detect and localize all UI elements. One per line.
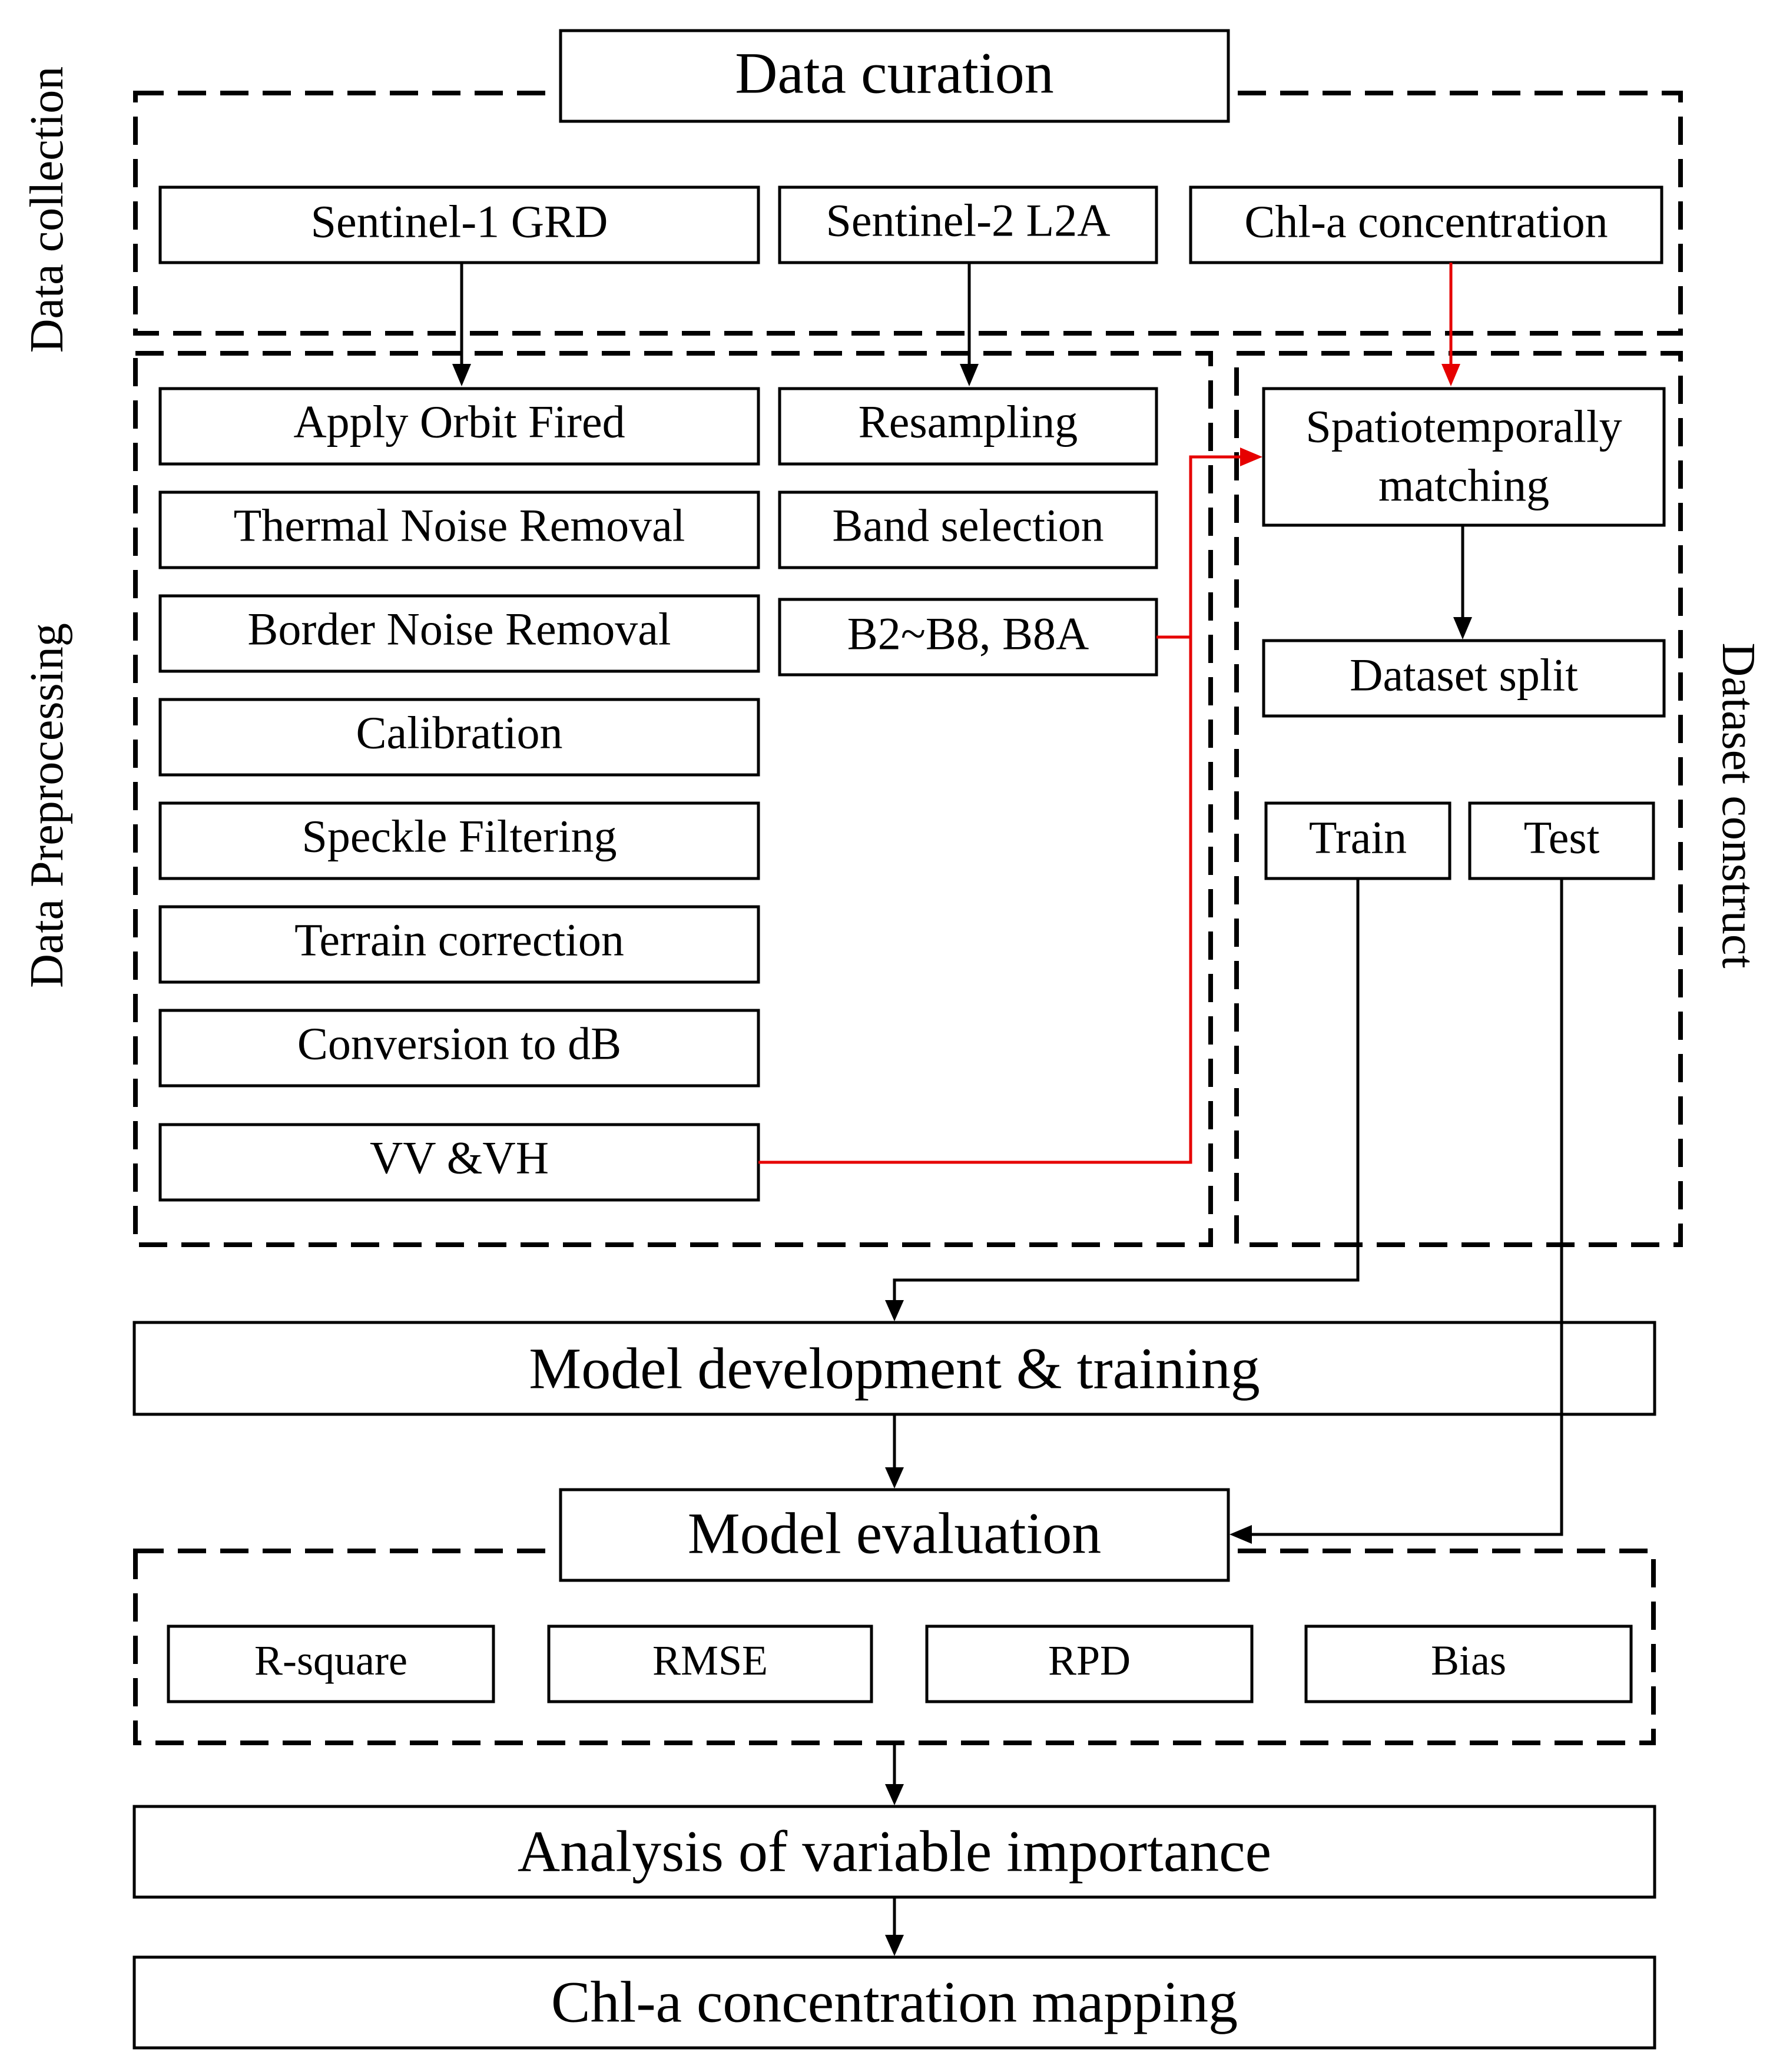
metric-box (167, 1625, 495, 1703)
s2-step-label: Resampling (859, 396, 1078, 447)
arrowhead (1453, 617, 1472, 639)
arrowhead (885, 1935, 904, 1956)
s1-step-box (158, 490, 760, 569)
arrowhead (885, 1300, 904, 1321)
variable-importance-label: Analysis of variable importance (518, 1819, 1271, 1884)
connector-vvvh-matching (758, 455, 1241, 1164)
dataset-split-box (1262, 639, 1666, 718)
chla-label: Chl-a concentration (1244, 196, 1608, 247)
chla-mapping-box (132, 1955, 1656, 2050)
matching-box (1262, 387, 1666, 527)
data-curation-label: Data curation (735, 41, 1053, 106)
s1-step-box (158, 1009, 760, 1088)
matching-label: matching (1378, 460, 1549, 511)
arrowhead (1240, 447, 1262, 466)
s2-step-box (778, 598, 1158, 677)
sentinel1-box (158, 185, 760, 264)
s1-step-label: Thermal Noise Removal (234, 500, 685, 551)
sentinel2-box (778, 185, 1158, 264)
chla-mapping-label: Chl-a concentration mapping (551, 1970, 1238, 2035)
arrowhead (1441, 364, 1460, 386)
s1-step-box (158, 387, 760, 466)
model-training-box (132, 1321, 1656, 1416)
s2-step-label: Band selection (832, 500, 1103, 551)
dataset-construct-label: Dataset construct (1712, 642, 1764, 968)
s1-step-label: Conversion to dB (297, 1018, 621, 1069)
arrowhead (960, 364, 979, 386)
s1-step-box (158, 698, 760, 777)
metric-box (547, 1625, 873, 1703)
test-box (1468, 801, 1655, 880)
s1-step-label: VV &VH (370, 1132, 549, 1183)
s1-step-label: Speckle Filtering (301, 811, 617, 862)
test-label: Test (1524, 812, 1600, 863)
s1-step-box (158, 594, 760, 673)
data-preprocessing-label: Data Preprocessing (21, 623, 73, 988)
arrowhead (1229, 1525, 1252, 1544)
matching-label: Spatiotemporally (1305, 401, 1622, 452)
chla-box (1189, 185, 1663, 264)
s1-step-label: Border Noise Removal (247, 604, 671, 655)
s1-step-box (158, 1123, 760, 1202)
metric-label: RPD (1048, 1637, 1131, 1684)
connector-test (1251, 878, 1563, 1536)
s2-step-box (778, 387, 1158, 466)
train-box (1264, 801, 1451, 880)
s1-step-label: Terrain correction (294, 914, 624, 966)
s1-step-box (158, 801, 760, 880)
arrowhead (885, 1784, 904, 1805)
data-collection-label: Data collection (21, 67, 73, 353)
arrowhead (452, 364, 471, 386)
model-evaluation-label: Model evaluation (688, 1501, 1102, 1566)
s1-step-label: Apply Orbit Fired (293, 396, 625, 447)
s1-step-label: Calibration (356, 707, 563, 758)
sentinel2-label: Sentinel-2 L2A (826, 195, 1110, 246)
metric-label: Bias (1431, 1637, 1506, 1684)
metric-box (1304, 1625, 1633, 1703)
data-preprocessing-frame (133, 351, 1213, 1247)
connector-train (893, 878, 1360, 1301)
s2-step-box (778, 490, 1158, 569)
dataset-construct-frame (1234, 351, 1683, 1247)
arrowhead (885, 1467, 904, 1488)
train-label: Train (1309, 812, 1407, 863)
model-evaluation-box (559, 1488, 1230, 1582)
metric-label: RMSE (652, 1637, 768, 1684)
s2-step-label: B2~B8, B8A (847, 608, 1089, 659)
model-training-label: Model development & training (529, 1336, 1260, 1401)
dataset-split-label: Dataset split (1350, 649, 1578, 701)
metric-box (925, 1625, 1254, 1703)
metric-label: R-square (254, 1637, 407, 1684)
variable-importance-box (132, 1805, 1656, 1899)
s1-step-box (158, 905, 760, 984)
sentinel1-label: Sentinel-1 GRD (311, 196, 608, 247)
data-curation-box (559, 29, 1230, 123)
